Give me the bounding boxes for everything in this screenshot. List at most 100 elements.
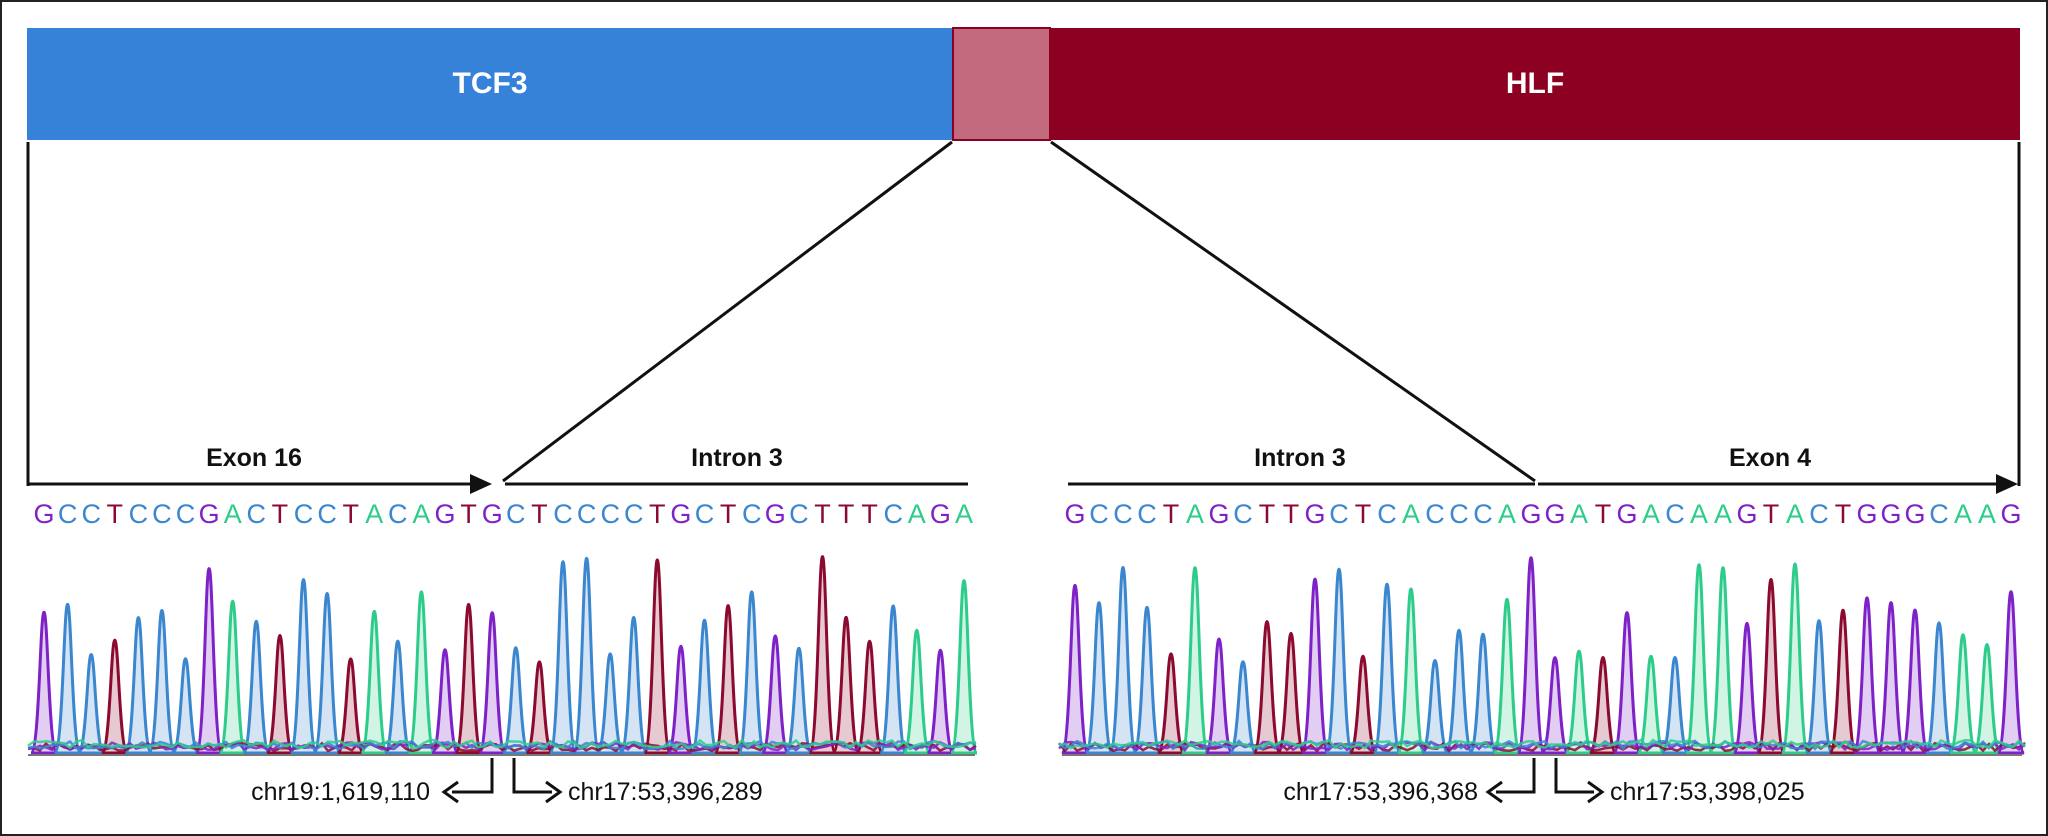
chromatogram-peak [1972,642,2002,755]
sequence-base: C [1137,499,1157,529]
sequence-base: G [670,499,691,529]
sequence-base: G [1304,499,1325,529]
chromatogram-peak [1732,621,1762,755]
sequence-base: C [742,499,762,529]
chromatogram-peak [1996,590,2026,755]
sequence-base: A [1786,499,1804,529]
chromatogram-peak [1948,633,1978,755]
breakpoint-right-back-arrow [1496,758,1536,794]
sequence-base: C [1329,499,1349,529]
sequence-base: G [1856,499,1877,529]
sequence-base: T [107,499,124,529]
chromatogram-peak [1084,601,1114,755]
breakpoint-left-back-arrow [452,758,494,794]
chromatogram-noise-trace [27,738,977,750]
chromatogram-peak [1300,577,1330,755]
sequence-base: T [649,499,666,529]
region-exon4-label: Exon 4 [1729,444,1811,472]
tcf3-bar [27,28,953,140]
sequence-base: C [176,499,196,529]
chromatogram-peak [855,639,885,755]
chromatogram-peak [1132,605,1162,755]
sequence-base: A [224,499,242,529]
sequence-base: C [624,499,644,529]
chromatogram-peak [241,619,271,755]
chromatogram-peak [925,648,955,755]
sequence-base: G [434,499,455,529]
chromatogram-peak [477,611,507,755]
sequence-base: G [1208,499,1229,529]
sequence-base: C [1233,499,1253,529]
chromatogram-peak [194,567,224,755]
chromatogram-peak [1180,566,1210,755]
chromatogram-peak [501,646,531,755]
sequence-base: C [317,499,337,529]
sequence-base: A [1954,499,1972,529]
chromatogram-peak [454,602,484,755]
sequence-base: A [1498,499,1516,529]
chromatogram-peak [595,652,625,755]
hlf-bar [1050,28,2020,140]
sequence-base: A [908,499,926,529]
chromatogram-peak [524,660,554,755]
sequence-base: G [1544,499,1565,529]
chromatogram-peak [1108,565,1138,755]
sequence-base: G [1064,499,1085,529]
sequence-base: T [460,499,477,529]
chromatogram-peak [690,618,719,755]
chromatogram-peak [1516,556,1546,755]
chromatogram-peak [289,578,318,755]
chromatogram-peak [1924,621,1954,755]
chromatogram-noise-trace [1058,738,2026,750]
chromatogram-peak [100,638,130,755]
sequence-base: A [1978,499,1996,529]
chromatogram-peak [1852,596,1882,755]
sequence-base: T [1835,499,1852,529]
breakpoint-right-fwd-head [1587,780,1605,804]
chromatogram-peak [1564,649,1594,755]
sequence-base: T [861,499,878,529]
chromatogram-peak [1156,652,1186,755]
chromatogram-peak [1540,656,1570,755]
breakpoint-left-fwd-head [545,780,563,804]
sequence-base: T [272,499,289,529]
sequence-base: G [1904,499,1925,529]
chromatogram-peak [1684,563,1714,755]
sequence-base: C [577,499,597,529]
breakpoint-left-fwd-arrow [512,758,552,794]
chromatogram-peak [1276,631,1306,755]
sequence-base: G [482,499,503,529]
sequence-base: C [600,499,620,529]
sequence-base: C [1929,499,1949,529]
zoom-line-junction-right [1050,140,1536,483]
chromatogram-peak [1708,566,1738,755]
sequence-base: T [1259,499,1276,529]
chromatogram-peak [1900,608,1930,755]
coord-left-fwd: chr17:53,396,289 [568,778,763,806]
sequence-base: C [129,499,149,529]
sequence-base: G [1880,499,1901,529]
coord-right-back: chr17:53,396,368 [1283,778,1478,806]
sequence-base: A [1690,499,1708,529]
exon4-arrowhead [1996,474,2018,494]
sequence-base: G [1616,499,1637,529]
sequence-base: A [1642,499,1660,529]
chromatogram-peak [29,610,59,755]
chromatogram-peak [1396,587,1426,755]
sequence-base: A [955,499,973,529]
chromatogram-peak [76,652,106,755]
chromatogram-peak [1660,655,1690,755]
sequence-base: G [1736,499,1757,529]
chromatogram-peak [1420,658,1450,755]
exon16-arrowhead [470,474,492,494]
coord-left-back: chr19:1,619,110 [251,778,430,806]
sequence-base: C [1425,499,1445,529]
junction-bar [952,27,1051,141]
chromatogram-peak [1876,601,1906,755]
sequence-base: C [294,499,314,529]
chromatogram-right [1058,556,2026,755]
chromatogram-peak [1492,597,1522,755]
sequence-base: C [1473,499,1493,529]
